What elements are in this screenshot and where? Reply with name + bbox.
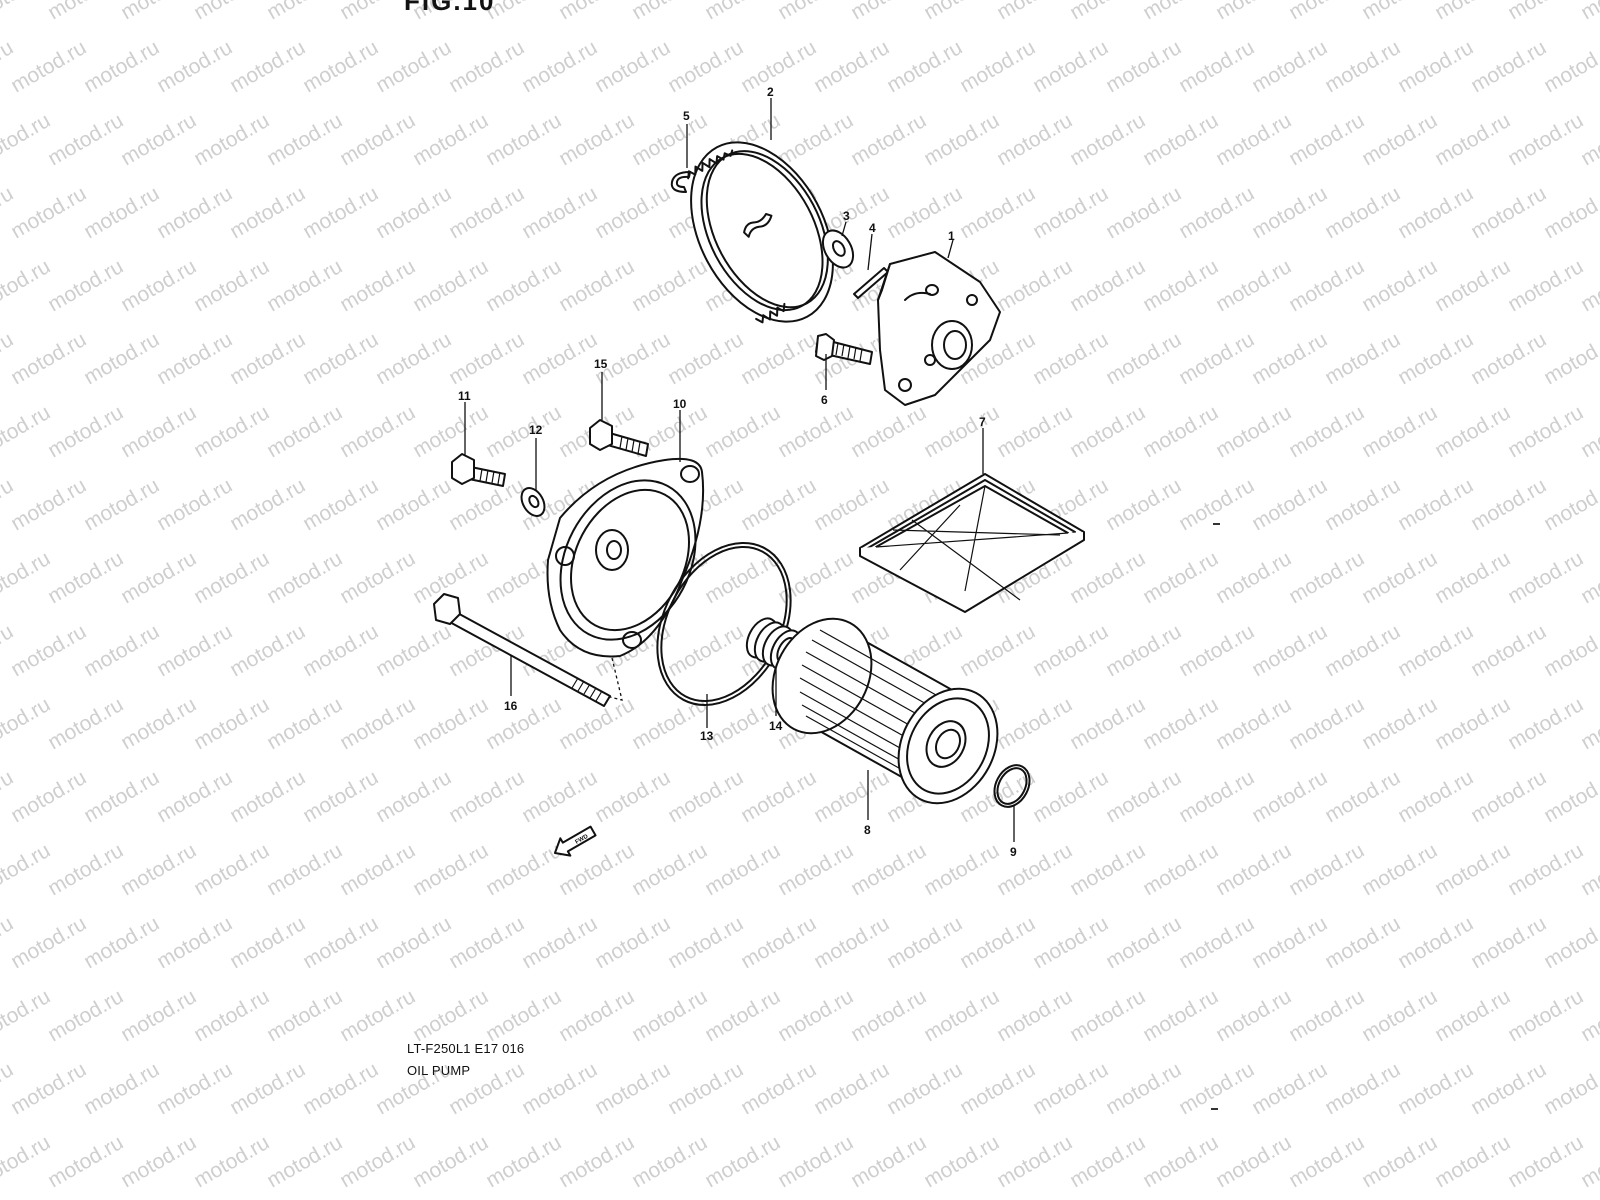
callout-1: 1 xyxy=(948,229,955,243)
callout-13: 13 xyxy=(700,729,714,743)
circlip-icon[interactable] xyxy=(670,171,691,193)
strainer-icon[interactable] xyxy=(859,473,1085,613)
callout-15: 15 xyxy=(594,357,608,371)
washer-icon[interactable] xyxy=(817,225,860,273)
callout-labels: 1 2 3 4 5 6 7 8 9 10 11 12 13 14 15 16 xyxy=(458,85,1017,859)
callout-2: 2 xyxy=(767,85,774,99)
callout-7: 7 xyxy=(979,415,986,429)
margin-mark xyxy=(1211,1108,1218,1110)
callout-9: 9 xyxy=(1010,845,1017,859)
figure-label: FIG.10 xyxy=(404,0,496,16)
callout-16: 16 xyxy=(504,699,518,713)
filter-cover-icon[interactable] xyxy=(534,457,722,664)
callout-4: 4 xyxy=(869,221,876,235)
callout-14: 14 xyxy=(769,719,783,733)
margin-mark xyxy=(1213,523,1220,525)
washer-icon[interactable] xyxy=(517,484,549,520)
diagram-code: LT-F250L1 E17 016 xyxy=(407,1041,525,1056)
long-bolt-icon[interactable] xyxy=(433,593,611,707)
diagram-title: OIL PUMP xyxy=(407,1063,471,1078)
bolt-icon[interactable] xyxy=(815,333,873,365)
callout-10: 10 xyxy=(673,397,687,411)
callout-8: 8 xyxy=(864,823,871,837)
callout-3: 3 xyxy=(843,209,850,223)
oil-filter-icon[interactable] xyxy=(753,601,1017,820)
callout-6: 6 xyxy=(821,393,828,407)
o-ring-icon[interactable] xyxy=(988,759,1037,813)
bolt-icon[interactable] xyxy=(451,453,506,487)
driven-gear-icon[interactable] xyxy=(662,118,862,346)
callout-12: 12 xyxy=(529,423,543,437)
callout-11: 11 xyxy=(458,389,471,403)
callout-5: 5 xyxy=(683,109,690,123)
fwd-arrow-icon: FWD xyxy=(553,825,597,857)
bolt-icon[interactable] xyxy=(589,419,649,457)
oil-pump-body-icon[interactable] xyxy=(877,251,1001,406)
